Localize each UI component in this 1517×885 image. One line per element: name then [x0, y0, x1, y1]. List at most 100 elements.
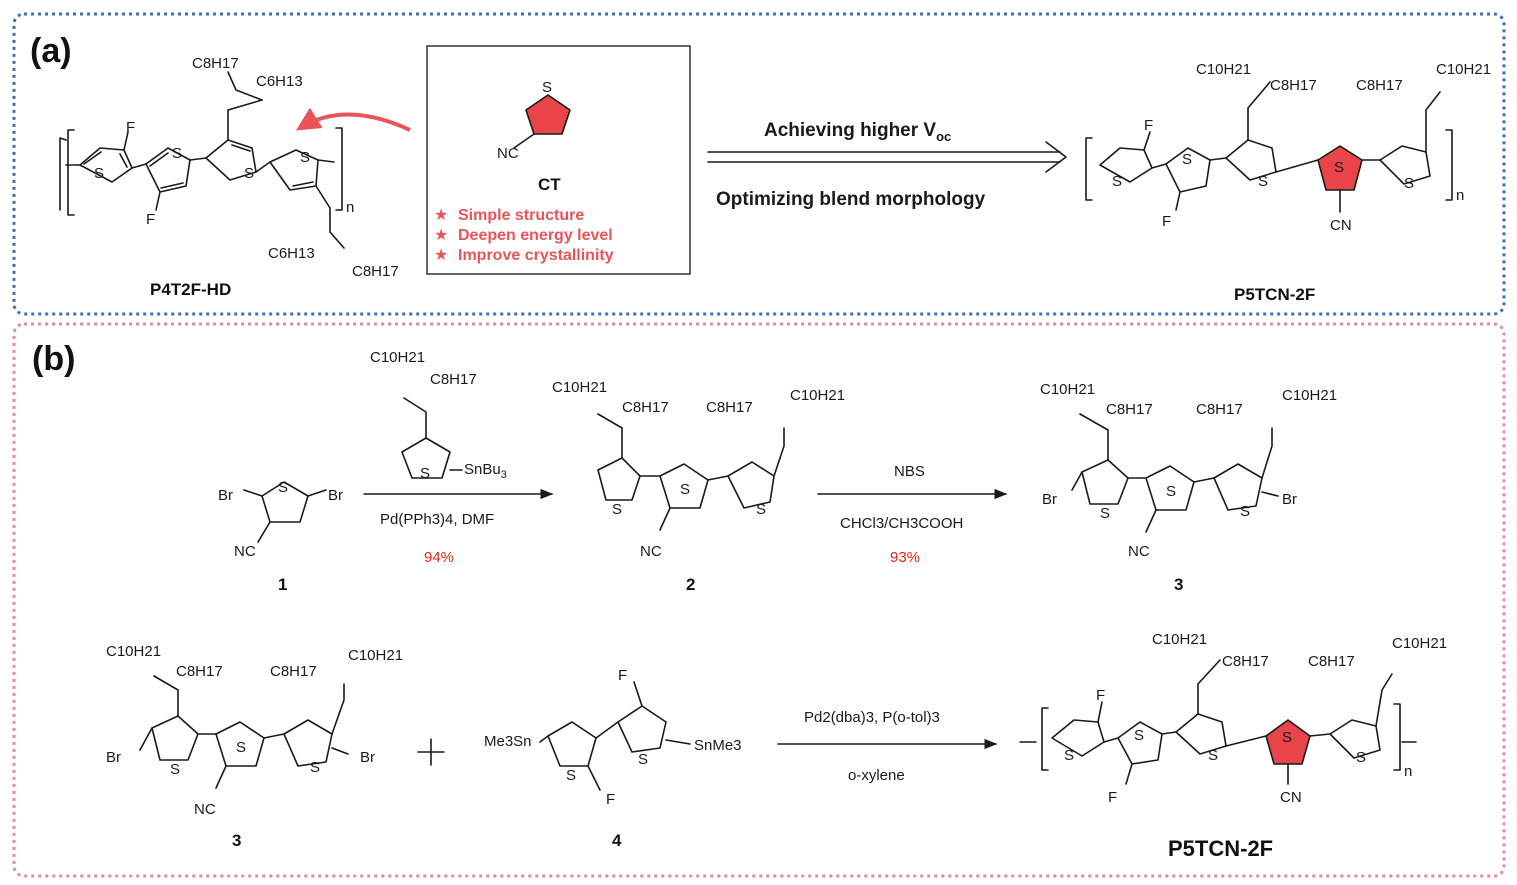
atom-br: Br [106, 749, 121, 766]
chain-c8h17: C8H17 [270, 663, 317, 680]
stannyl-thiophene: S SnBu3 C10H21 C8H17 [370, 349, 507, 482]
step3-conditions-bottom: o-xylene [848, 767, 905, 784]
compound-4: S S F F Me3Sn SnMe3 [484, 667, 742, 808]
panel-a-frame [12, 12, 1506, 316]
atom-br: Br [360, 749, 375, 766]
chain-c10h21: C10H21 [106, 643, 161, 660]
atom-snme3: SnMe3 [694, 737, 742, 754]
atom-me3sn: Me3Sn [484, 733, 532, 750]
insertion-arrow [295, 107, 411, 132]
step1-yield: 94% [424, 549, 454, 566]
feature-3: Improve crystallinity [458, 247, 614, 264]
compound-2: S S S NC C10H21 C8H17 C8H17 C10H21 [552, 379, 845, 560]
atom-s: S [1356, 749, 1366, 766]
compound-3-top: S S S Br Br NC C10H21 C8H17 C8H17 C10H21 [1040, 381, 1337, 560]
polymer-p5tcn-2f-b: n S S S S S F F CN C10H21 C8H17 C8H17 C1… [1019, 631, 1447, 806]
atom-f: F [146, 211, 155, 228]
atom-s: S [756, 501, 766, 518]
chain-c8h17: C8H17 [706, 399, 753, 416]
polymer-right-name: P5TCN-2F [1234, 285, 1315, 304]
chain-c8h17: C8H17 [192, 55, 239, 72]
step2-yield: 93% [890, 549, 920, 566]
atom-s: S [170, 761, 180, 778]
atom-f: F [1096, 687, 1105, 704]
feature-star-icon: ★ [434, 227, 448, 244]
chain-c8h17: C8H17 [1356, 77, 1403, 94]
atom-s: S [1112, 173, 1122, 190]
atom-s: S [1240, 503, 1250, 520]
chain-c10h21: C10H21 [1152, 631, 1207, 648]
product-name: P5TCN-2F [1168, 836, 1273, 861]
atom-s: S [680, 481, 690, 498]
chain-c10h21: C10H21 [1436, 61, 1491, 78]
atom-s: S [566, 767, 576, 784]
panel-b-label: (b) [32, 340, 75, 378]
chain-c8h17: C8H17 [1222, 653, 1269, 670]
atom-br: Br [218, 487, 233, 504]
atom-f: F [1162, 213, 1171, 230]
chain-c10h21: C10H21 [1282, 387, 1337, 404]
chain-c6h13: C6H13 [256, 73, 303, 90]
reagent-snbu3: SnBu3 [464, 461, 507, 481]
compound-label-1: 1 [278, 575, 287, 594]
atom-s: S [612, 501, 622, 518]
step3-conditions-top: Pd2(dba)3, P(o-tol)3 [804, 709, 940, 726]
ct-box [426, 45, 691, 275]
compound-3-bottom: S S S Br Br NC C10H21 C8H17 C8H17 C10H21 [106, 643, 403, 818]
step1-conditions: Pd(PPh3)4, DMF [380, 511, 494, 528]
atom-nc: NC [497, 145, 519, 162]
panel-b-frame [12, 322, 1506, 878]
feature-1: Simple structure [458, 207, 584, 224]
atom-s: S [542, 79, 552, 96]
feature-2: Deepen energy level [458, 227, 613, 244]
plus-sign [417, 738, 445, 766]
chain-c8h17: C8H17 [1308, 653, 1355, 670]
chain-c8h17: C8H17 [176, 663, 223, 680]
atom-s: S [1166, 483, 1176, 500]
atom-cn: CN [1330, 217, 1352, 234]
atom-nc: NC [640, 543, 662, 560]
atom-s: S [94, 165, 104, 182]
atom-s: S [1208, 747, 1218, 764]
atom-nc: NC [1128, 543, 1150, 560]
atom-cn: CN [1280, 789, 1302, 806]
atom-nc: NC [194, 801, 216, 818]
chain-c6h13: C6H13 [268, 245, 315, 262]
chain-c8h17: C8H17 [1270, 77, 1317, 94]
compound-label-3-top: 3 [1174, 575, 1183, 594]
polymer-left-name: P4T2F-HD [150, 280, 231, 299]
atom-s: S [310, 759, 320, 776]
step2-reagent: NBS [894, 463, 925, 480]
polymer-p4t2f-hd: n S S S S F F C8H17 C6H13 C6H13 C8H17 [59, 55, 399, 280]
chain-c8h17: C8H17 [430, 371, 477, 388]
ct-molecule: S NC [497, 79, 571, 162]
atom-s: S [172, 145, 182, 162]
compound-1: S Br Br NC [218, 479, 343, 560]
design-arrow [707, 141, 1067, 173]
chain-c10h21: C10H21 [370, 349, 425, 366]
atom-s: S [1282, 729, 1292, 746]
chain-c10h21: C10H21 [552, 379, 607, 396]
atom-s: S [244, 165, 254, 182]
compound-label-3-bottom: 3 [232, 831, 241, 850]
repeat-n: n [1404, 763, 1412, 780]
atom-br: Br [1282, 491, 1297, 508]
compound-label-2: 2 [686, 575, 695, 594]
chain-c10h21: C10H21 [348, 647, 403, 664]
repeat-n: n [1456, 187, 1464, 204]
atom-f: F [618, 667, 627, 684]
chain-c8h17: C8H17 [352, 263, 399, 280]
feature-star-icon: ★ [434, 247, 448, 264]
chain-c10h21: C10H21 [1392, 635, 1447, 652]
arrow-bottom-label: Optimizing blend morphology [716, 189, 986, 210]
atom-s: S [638, 751, 648, 768]
atom-s: S [278, 479, 288, 496]
atom-br: Br [1042, 491, 1057, 508]
compound-label-4: 4 [612, 831, 622, 850]
atom-s: S [1404, 175, 1414, 192]
atom-s: S [1134, 727, 1144, 744]
chain-c10h21: C10H21 [1040, 381, 1095, 398]
atom-f: F [1144, 117, 1153, 134]
step2-conditions: CHCl3/CH3COOH [840, 515, 963, 532]
